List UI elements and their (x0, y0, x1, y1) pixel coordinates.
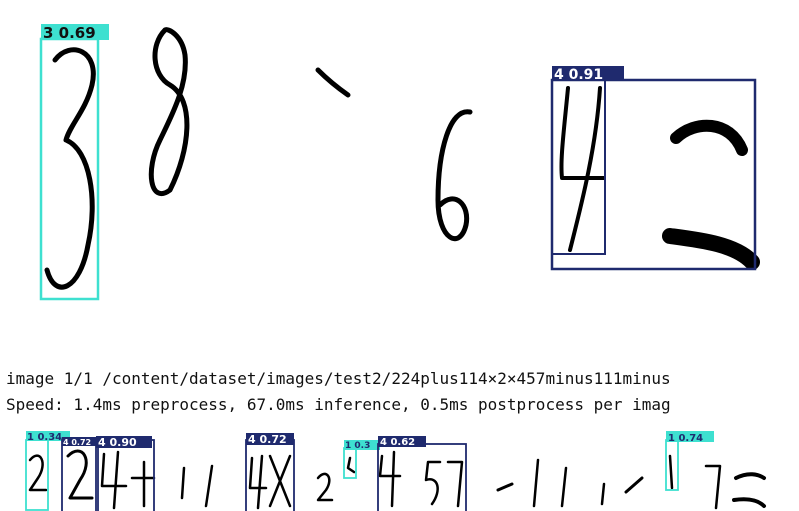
sequence-plus (130, 460, 156, 508)
sequence-digit-1c (532, 458, 540, 508)
seq-bbox-7-label-bg (666, 431, 714, 442)
bbox-4-label: 4 0.91 (554, 67, 603, 83)
seq-bbox-1-label: 1 0.34 (27, 432, 62, 443)
sequence-digit-2b (66, 449, 94, 500)
sequence-equals (732, 472, 766, 508)
sequence-minus-b (624, 476, 644, 494)
digit-2-upper-stroke (670, 119, 748, 156)
seq-bbox-1-label-bg (26, 431, 70, 441)
console-line-2: Speed: 1.4ms preprocess, 67.0ms inferenc… (6, 395, 671, 414)
seq-bbox-7-label: 1 0.74 (668, 433, 703, 444)
sequence-digit-7b (704, 464, 722, 510)
sequence-digit-5 (424, 460, 442, 506)
digit-3-stroke (44, 47, 96, 290)
seq-bbox-2-label-bg (62, 437, 96, 446)
bbox-4-label-bg (552, 66, 624, 81)
bbox-3-label: 3 0.69 (43, 24, 96, 42)
seq-bbox-5-label-bg (344, 440, 380, 450)
sequence-minus-a (496, 482, 514, 492)
sequence-digit-4a (100, 450, 128, 510)
digit-8-stroke (148, 27, 190, 196)
sequence-digit-4d (378, 450, 402, 508)
sequence-digit-1b (204, 464, 214, 508)
seq-bbox-3-label-bg (96, 436, 152, 448)
seq-bbox-1 (25, 439, 49, 511)
sequence-times (268, 454, 292, 508)
sequence-digit-1d (560, 466, 568, 508)
digit-6-stroke (435, 109, 473, 242)
sequence-digit-2d (668, 454, 674, 490)
bbox-3-label-bg (41, 24, 109, 40)
seq-bbox-3-label: 4 0.90 (98, 436, 137, 449)
top-detection-image: 3 0.69 4 0.91 (39, 24, 760, 301)
sequence-digit-1e (600, 482, 606, 506)
console-line-1: image 1/1 /content/dataset/images/test2/… (6, 369, 671, 388)
sequence-digit-2a (28, 454, 48, 492)
sequence-digit-1a (180, 466, 186, 500)
digit-2-lower-stroke (662, 228, 760, 270)
seq-bbox-4-label-bg (246, 433, 294, 445)
sequence-digit-7 (446, 460, 464, 508)
sequence-digit-2c (316, 472, 334, 502)
seq-bbox-6-label-bg (378, 436, 426, 447)
dash-stroke (315, 67, 351, 98)
seq-bbox-2-label: 4 0.72 (63, 438, 91, 447)
seq-bbox-4-label: 4 0.72 (248, 433, 287, 446)
seq-bbox-6-label: 4 0.62 (380, 437, 415, 448)
bottom-detection-image: 1 0.34 4 0.72 4 0.90 4 0.72 1 0.3 4 0.62… (0, 428, 799, 511)
sequence-digit-4c (346, 456, 356, 474)
sequence-digit-4b (248, 454, 268, 510)
digit-4-stroke (559, 86, 606, 252)
seq-bbox-5-label: 1 0.3 (345, 441, 370, 451)
seq-bbox-3 (95, 439, 155, 511)
